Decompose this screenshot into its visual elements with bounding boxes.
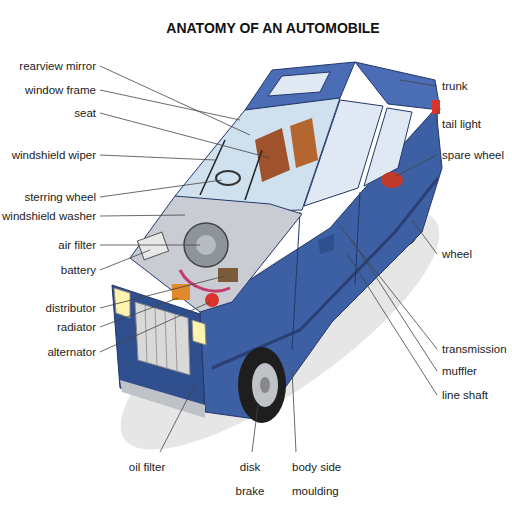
leader-lines (100, 66, 438, 452)
part-label: transmission (442, 342, 507, 356)
part-label: disk brake (231, 455, 269, 503)
part-label: distributor (46, 301, 97, 315)
part-label: alternator (47, 345, 96, 359)
part-label: tail light (442, 117, 481, 131)
part-label: trunk (442, 79, 468, 93)
part-label: radiator (57, 320, 96, 334)
part-label: windshield washer (2, 209, 96, 223)
part-label: rearview mirror (19, 59, 96, 73)
part-label: oil filter (128, 455, 166, 479)
diagram-title: ANATOMY OF AN AUTOMOBILE (166, 20, 379, 36)
part-label: body side moulding (292, 455, 352, 503)
part-label: sterring wheel (24, 190, 96, 204)
part-label: line shaft (442, 388, 488, 402)
part-label: muffler (442, 364, 477, 378)
part-label: seat (74, 106, 96, 120)
part-label: window frame (25, 83, 96, 97)
part-label: wheel (442, 247, 472, 261)
part-label: windshield wiper (12, 148, 96, 162)
part-label: air filter (58, 238, 96, 252)
part-label: spare wheel (442, 148, 504, 162)
part-label: battery (61, 263, 96, 277)
